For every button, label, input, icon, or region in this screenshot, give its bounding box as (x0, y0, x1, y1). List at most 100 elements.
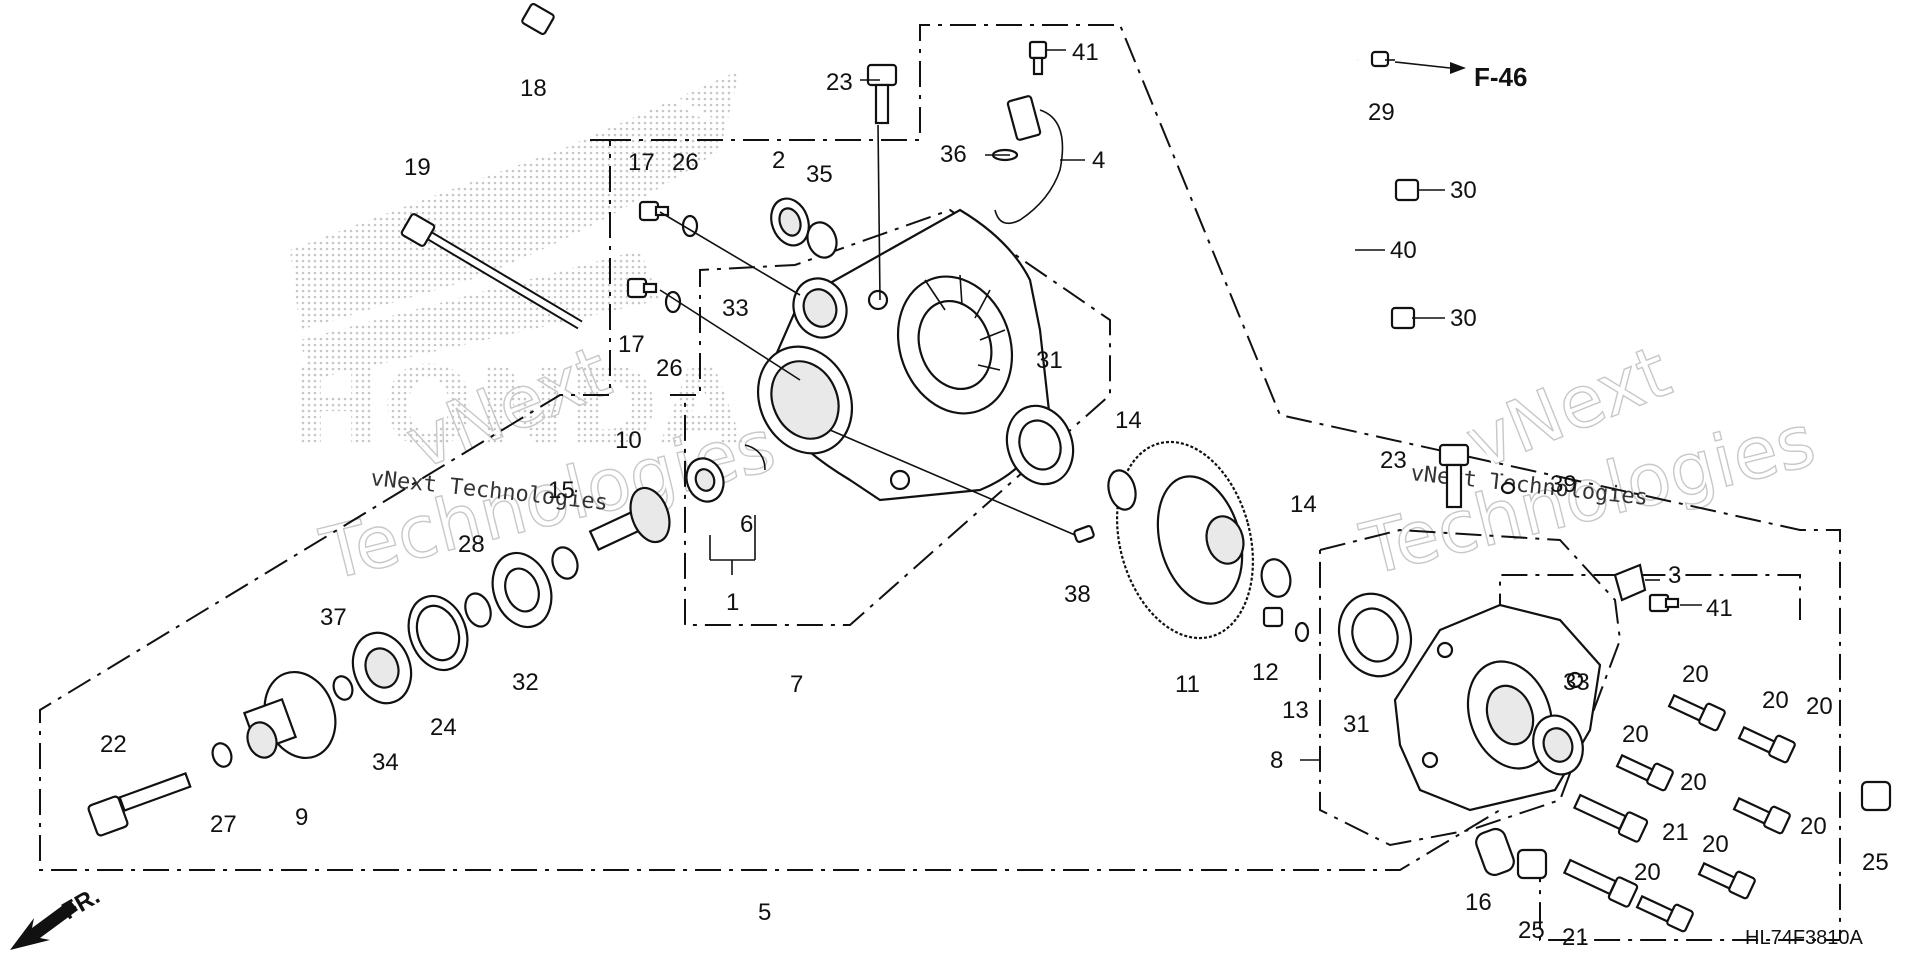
differential-housing (756, 208, 1052, 502)
callout-14-b: 14 (1290, 491, 1317, 518)
callout-40: 40 (1390, 237, 1417, 264)
callout-27: 27 (210, 811, 237, 838)
callout-37: 37 (320, 604, 347, 631)
through-bolt-18 (521, 2, 712, 123)
callout-26-a: 26 (672, 149, 699, 176)
callout-12: 12 (1252, 659, 1279, 686)
nut-12 (1262, 606, 1284, 628)
callout-20-a: 20 (1682, 661, 1709, 688)
callout-32: 32 (512, 669, 539, 696)
callout-18: 18 (520, 75, 547, 102)
callout-31-b: 31 (1343, 711, 1370, 738)
callout-11: 11 (1175, 671, 1200, 698)
bolt-20-c (1615, 753, 1674, 792)
callout-39: 39 (1550, 471, 1577, 498)
callout-3: 3 (1668, 562, 1681, 589)
callout-labels: 1 2 3 4 5 6 7 8 9 10 11 12 13 14 14 15 1… (100, 39, 1889, 951)
callout-19: 19 (404, 154, 431, 181)
callout-21-a: 21 (1662, 819, 1689, 846)
cover-bolts (1562, 693, 1796, 933)
oil-seal-34 (351, 631, 413, 705)
callout-36: 36 (940, 141, 967, 168)
collar-16 (1475, 827, 1515, 877)
bracket-3 (1613, 563, 1647, 602)
callout-29: 29 (1368, 99, 1395, 126)
speed-sensor-4 (994, 95, 1064, 225)
flange-bolt-22 (87, 772, 192, 837)
callout-15: 15 (548, 477, 575, 504)
bolt-17-upper (638, 200, 670, 222)
o-ring-14-b (1260, 558, 1292, 598)
bolt-20-a (1667, 693, 1726, 732)
callout-24: 24 (430, 714, 457, 741)
ring-gear-11 (1115, 440, 1255, 640)
bolt-23-right (1438, 443, 1470, 509)
callout-21-b: 21 (1562, 924, 1589, 951)
callout-5: 5 (758, 899, 771, 926)
watermark-text-right: vNext Technologies vNext Technologies (1352, 328, 1823, 592)
leader-lines (659, 49, 1702, 761)
callout-7: 7 (790, 671, 803, 698)
washer-13 (1294, 621, 1310, 643)
o-ring-37 (332, 675, 354, 701)
bolt-41-top (1028, 40, 1048, 76)
watermark: HONDA (290, 70, 744, 471)
callout-20-b: 20 (1762, 687, 1789, 714)
bolt-20-d (1732, 796, 1791, 835)
callout-25-a: 25 (1862, 849, 1889, 876)
housing-7-outline (670, 208, 1111, 626)
bolt-21-a (1572, 793, 1649, 843)
front-direction-indicator: FR. (10, 882, 104, 950)
joint-flange-9 (242, 670, 337, 760)
callout-41-a: 41 (1072, 39, 1099, 66)
callout-35: 35 (806, 161, 833, 188)
nut-25-right (1860, 780, 1892, 812)
callout-17-a: 17 (628, 149, 655, 176)
reference-f46: F-46 (1394, 61, 1527, 92)
callout-17-b: 17 (618, 331, 645, 358)
o-ring-14-a (1107, 469, 1137, 511)
clip-6 (744, 444, 766, 471)
callout-38: 38 (1064, 581, 1091, 608)
callout-33-b: 33 (1563, 669, 1590, 696)
oil-seal-33-right (1532, 714, 1584, 776)
callout-31-a: 31 (1036, 347, 1063, 374)
callout-4: 4 (1092, 147, 1105, 174)
bearing-31-left (1005, 404, 1075, 486)
bearing-32 (491, 551, 553, 629)
clip-29 (1370, 50, 1390, 68)
spacer-1 (685, 457, 725, 503)
callout-20-f: 20 (1634, 859, 1661, 886)
callout-41-b: 41 (1706, 595, 1733, 622)
callout-20-c: 20 (1622, 721, 1649, 748)
callout-23-a: 23 (826, 69, 853, 96)
callout-10: 10 (615, 427, 642, 454)
dowel-pin-38 (1073, 525, 1095, 543)
callout-20-d: 20 (1800, 813, 1827, 840)
pinion-gear-10 (588, 486, 671, 552)
callout-9: 9 (295, 804, 308, 831)
bearing-31-right (1338, 592, 1412, 678)
assembly-5-outline (39, 139, 1801, 871)
differential-cover-8 (1393, 603, 1602, 812)
callout-20-h: 20 (1806, 693, 1833, 720)
callout-14-a: 14 (1115, 407, 1142, 434)
o-ring-35 (806, 221, 838, 259)
callout-20-e: 20 (1702, 831, 1729, 858)
oil-seal-33-left (792, 277, 848, 339)
callout-8: 8 (1270, 747, 1283, 774)
callout-16: 16 (1465, 889, 1492, 916)
washer-39 (1500, 481, 1516, 495)
callout-2: 2 (772, 147, 785, 174)
callout-34: 34 (372, 749, 399, 776)
oil-seal-2 (770, 197, 810, 247)
watermark-logo-text: HONDA (290, 343, 744, 471)
callout-33-a: 33 (722, 295, 749, 322)
callout-28: 28 (458, 531, 485, 558)
o-ring-28 (464, 592, 492, 628)
bolt-20-e (1697, 861, 1756, 900)
callout-13: 13 (1282, 697, 1309, 724)
callout-25-b: 25 (1518, 917, 1545, 944)
